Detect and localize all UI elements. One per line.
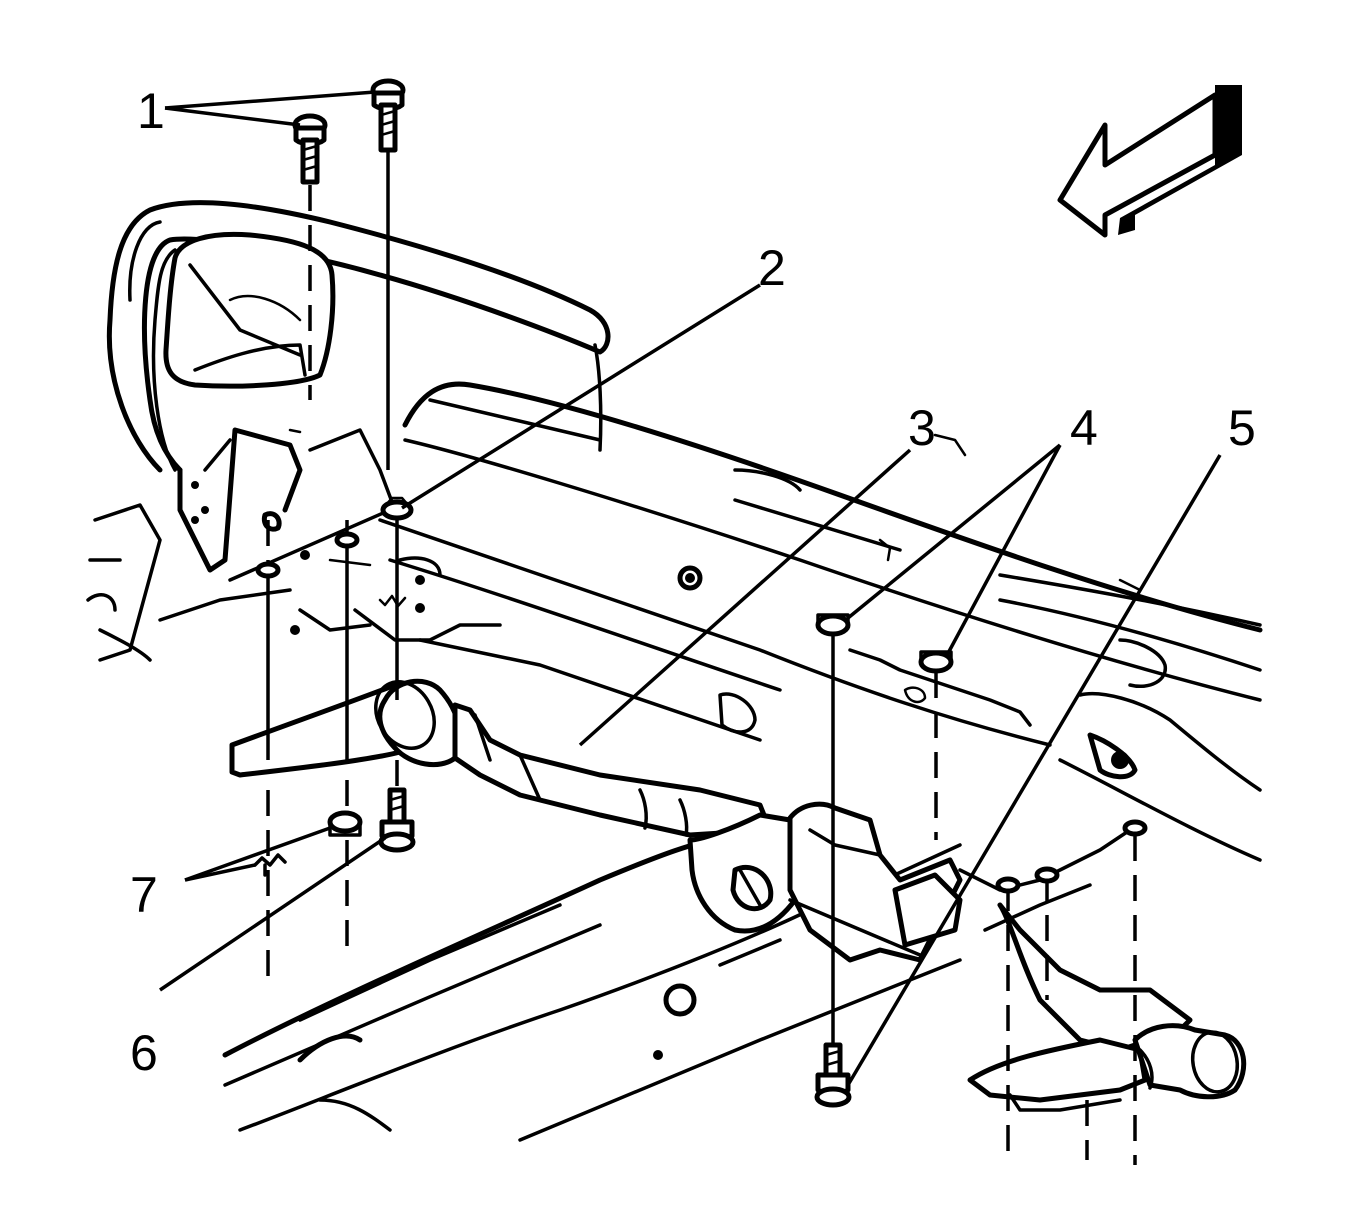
nut-item-4-left [815,613,851,637]
fender-panel [106,200,611,473]
leader-lines [159,90,1222,1086]
bolt-item-1-right [370,78,406,153]
callout-2: 2 [758,240,786,296]
clip-item-7 [253,853,287,877]
nut-item-4-right [918,650,954,674]
callout-3: 3 [908,400,936,456]
frame-rails [378,381,1263,862]
callout-5: 5 [1228,400,1256,456]
callout-6: 6 [130,1025,158,1081]
nut-item-2 [380,496,414,521]
alignment-guides [255,150,1148,1165]
bolt-item-6 [378,787,416,853]
callout-1: 1 [137,83,165,139]
bolt-item-5 [814,1042,852,1108]
lower-frame [222,837,962,1142]
left-mount-bracket [86,427,502,662]
nut-item-7 [327,810,363,837]
callout-7: 7 [130,867,158,923]
callout-4: 4 [1070,400,1098,456]
crossmember-tube [229,678,1247,1112]
bolt-item-1-left [292,113,328,185]
front-direction-arrow-icon [1057,85,1242,238]
